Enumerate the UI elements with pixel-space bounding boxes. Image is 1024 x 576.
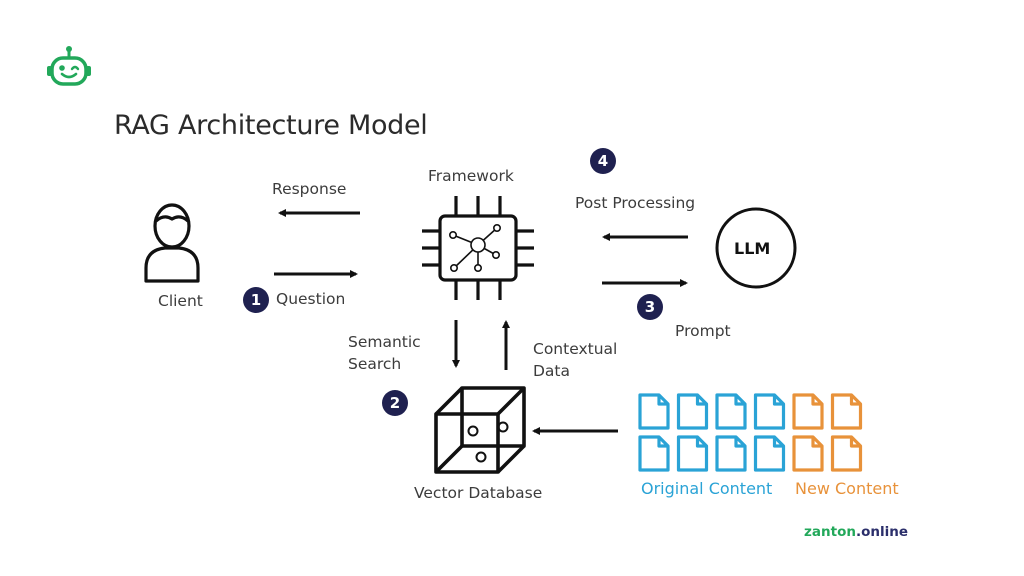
prompt-label: Prompt (675, 322, 731, 340)
original-document-icon (753, 393, 786, 430)
step-badge-1: 1 (243, 287, 269, 313)
semantic-search-label-2: Search (348, 355, 402, 373)
new-document-icon (792, 435, 824, 472)
brand-secondary: .online (855, 524, 908, 540)
original-document-icon (753, 435, 786, 472)
network-node-icon (448, 224, 501, 272)
new-content-label: New Content (795, 479, 899, 498)
original-document-icon (715, 435, 747, 472)
framework-label: Framework (428, 167, 514, 185)
semantic-search-label-1: Semantic (348, 333, 421, 351)
new-document-icon (830, 393, 863, 430)
original-document-icon (676, 393, 709, 430)
llm-node (715, 207, 797, 289)
new-document-icon (792, 393, 824, 430)
question-label: Question (276, 290, 346, 308)
robot-logo-icon (44, 44, 94, 88)
original-content-label: Original Content (641, 479, 773, 498)
vector-point-icon (467, 421, 509, 463)
llm-label: LLM (734, 239, 771, 258)
original-document-icon (715, 393, 747, 430)
contextual-data-label-2: Data (533, 362, 571, 380)
framework-chip-icon (422, 196, 534, 300)
original-document-icon (638, 435, 670, 472)
brand-footer: zanton.online (804, 524, 908, 540)
response-label: Response (272, 180, 347, 198)
original-document-icon (638, 393, 670, 430)
post-processing-label: Post Processing (575, 194, 696, 212)
page-title: RAG Architecture Model (114, 110, 428, 141)
step-badge-4: 4 (590, 148, 616, 174)
vector-database-label: Vector Database (414, 484, 543, 502)
contextual-data-label-1: Contextual (533, 340, 618, 358)
step-badge-2: 2 (382, 390, 408, 416)
original-document-icon (676, 435, 709, 472)
vector-database-cube-icon (434, 386, 526, 474)
brand-primary: zanton (804, 524, 856, 540)
client-person-icon (144, 203, 200, 283)
step-badge-3: 3 (637, 294, 663, 320)
new-document-icon (830, 435, 863, 472)
client-label: Client (158, 292, 203, 310)
